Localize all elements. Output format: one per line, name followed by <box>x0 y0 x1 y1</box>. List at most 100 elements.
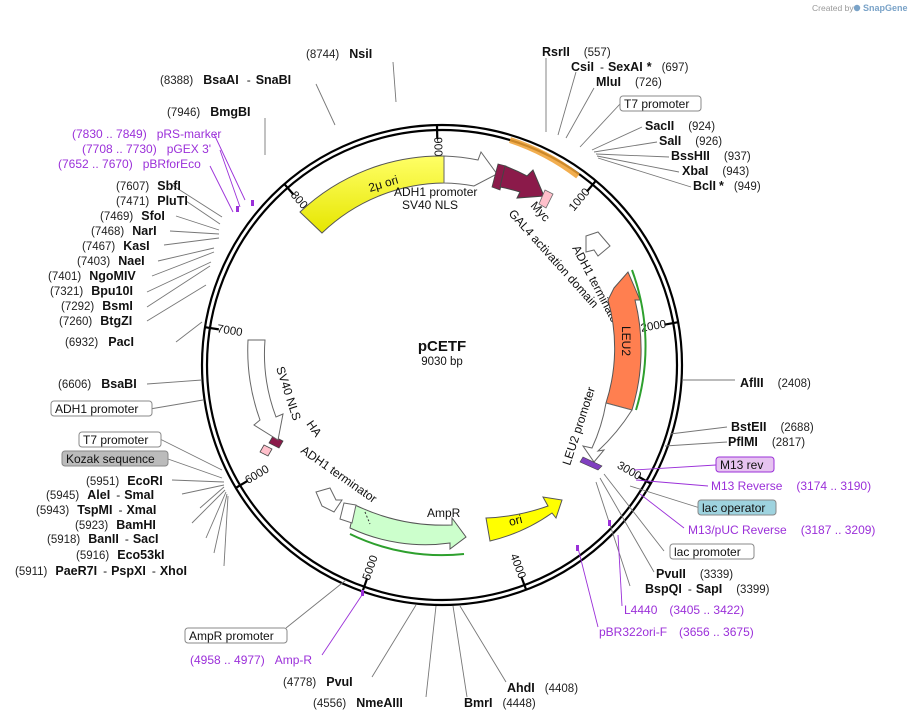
primer-amp-r[interactable]: (4958 .. 4977)Amp-R <box>190 653 312 667</box>
site-ahdi[interactable]: AhdI(4408) <box>507 681 578 695</box>
leader-ngomiv <box>151 251 215 277</box>
site-naei[interactable]: (7403)NaeI <box>77 254 145 268</box>
primer-l4440[interactable]: L4440(3405 .. 3422) <box>624 603 744 617</box>
leader-csii <box>557 71 577 136</box>
leader-lac-operator <box>629 485 701 509</box>
site-bmgbi[interactable]: (7946)BmgBI <box>167 105 251 119</box>
site-ecori[interactable]: (5951)EcoRI <box>86 474 163 488</box>
site-kasi[interactable]: (7467)KasI <box>82 239 150 253</box>
box-lac-promoter-frame <box>669 543 755 560</box>
tick-mark-6000 <box>235 479 249 489</box>
site-bsabi[interactable]: (6606)BsaBI <box>58 377 137 391</box>
tick-label-5000: 5000 <box>361 554 381 582</box>
leader-pbrfor <box>209 165 234 213</box>
leader-pvui <box>371 604 417 678</box>
site-mlui[interactable]: MluI(726) <box>596 75 662 89</box>
leader-paer7i <box>223 495 229 567</box>
feature-ampr[interactable]: AmpR <box>349 504 467 557</box>
tick-mark-7000 <box>204 326 219 331</box>
box-kozak[interactable]: Kozak sequence <box>61 450 169 467</box>
leader-kozak <box>167 458 223 479</box>
adh1-promoter-left-arrow <box>247 339 284 441</box>
leader-eco53ki <box>213 493 228 554</box>
site-alei[interactable]: (5945)AleI-SmaI <box>46 488 154 502</box>
site-bsteii[interactable]: BstEII(2688) <box>731 420 814 434</box>
site-csii[interactable]: CsiI-SexAI*(697) <box>571 60 689 74</box>
site-aflii[interactable]: AflII(2408) <box>740 376 811 390</box>
site-bmri[interactable]: BmrI(4448) <box>464 696 536 710</box>
site-paci[interactable]: (6932)PacI <box>65 335 134 349</box>
leader-paci <box>175 321 203 343</box>
site-bamhi[interactable]: (5923)BamHI <box>75 518 156 532</box>
box-lac-operator-frame <box>697 499 777 516</box>
ampr-orf-line <box>349 533 465 557</box>
box-m13-rev[interactable]: M13 rev <box>715 456 775 473</box>
site-bsshii[interactable]: BssHII(937) <box>671 149 751 163</box>
box-lac-operator[interactable]: lac operator <box>697 499 777 516</box>
leader-ahdi <box>459 605 507 683</box>
leu2-label: LEU2 <box>619 326 633 356</box>
gal4-ad-arrow <box>499 165 545 199</box>
primer-pgex[interactable]: (7708 .. 7730)pGEX 3' <box>82 142 211 156</box>
leader-m13rev-box <box>633 464 717 471</box>
sv40-nls-top-label: SV40 NLS <box>402 198 458 212</box>
site-bpu10i[interactable]: (7321)Bpu10I <box>50 284 133 298</box>
leader-m13-reverse <box>635 479 709 487</box>
tick-mark-2000 <box>664 321 679 326</box>
plasmid-length: 9030 bp <box>421 356 463 368</box>
box-t7-left[interactable]: T7 promoter <box>78 431 162 448</box>
primer-pbrfor[interactable]: (7652 .. 7670)pBRforEco <box>58 157 201 171</box>
site-rsrii[interactable]: RsrII(557) <box>542 45 611 59</box>
leader-lines <box>146 58 735 698</box>
brand-created-by: Created by <box>812 3 854 13</box>
ori-arrow <box>485 496 563 542</box>
adh1-promoter-label: ADH1 promoter <box>394 185 477 199</box>
site-pluti[interactable]: (7471)PluTI <box>116 194 188 208</box>
primer-m13puc[interactable]: M13/pUC Reverse(3187 .. 3209) <box>688 523 875 537</box>
ampr-arrow <box>349 504 467 550</box>
site-nmeaiii[interactable]: (4556)NmeAIII <box>313 696 403 710</box>
site-bcli[interactable]: BclI*(949) <box>693 179 761 193</box>
top-orange-feature-arc <box>509 137 580 179</box>
site-sacii[interactable]: SacII(924) <box>645 119 715 133</box>
leader-sacii <box>591 126 643 151</box>
site-eco53ki[interactable]: (5916)Eco53kI <box>76 548 165 562</box>
site-pflmi[interactable]: PflMI(2817) <box>728 435 805 449</box>
site-bsmi[interactable]: (7292)BsmI <box>61 299 133 313</box>
site-sbfi[interactable]: (7607)SbfI <box>116 179 181 193</box>
site-pvui[interactable]: (4778)PvuI <box>283 675 353 689</box>
leader-bsshii <box>595 153 670 158</box>
box-adh1-promoter-left[interactable]: ADH1 promoter <box>50 400 153 417</box>
leader-t7-left <box>159 438 223 471</box>
box-t7-left-frame <box>78 431 162 448</box>
feature-ori[interactable]: ori <box>485 496 563 542</box>
box-lac-promoter[interactable]: lac promoter <box>669 543 755 560</box>
site-btgzi[interactable]: (7260)BtgZI <box>59 314 132 328</box>
leader-alei <box>181 484 225 495</box>
site-ngomiv[interactable]: (7401)NgoMIV <box>48 269 136 283</box>
primer-pbr322[interactable]: pBR322ori-F(3656 .. 3675) <box>599 625 754 639</box>
site-sali[interactable]: SalI(926) <box>659 134 722 148</box>
site-banii[interactable]: (5918)BanII-SacI <box>47 532 159 546</box>
site-bspqi[interactable]: BspQI-SapI(3399) <box>645 582 770 596</box>
feature-adh1-promoter[interactable]: ADH1 promoter <box>394 150 498 199</box>
site-xbai[interactable]: XbaI(943) <box>682 164 749 178</box>
ha-marker <box>268 435 284 449</box>
ha-label: HA <box>304 418 325 440</box>
site-sfoi[interactable]: (7469)SfoI <box>100 209 165 223</box>
box-t7-top[interactable]: T7 promoter <box>619 95 702 112</box>
box-ampr-promoter[interactable]: AmpR promoter <box>184 627 288 644</box>
site-nari[interactable]: (7468)NarI <box>91 224 157 238</box>
primer-m13-reverse[interactable]: M13 Reverse(3174 .. 3190) <box>711 479 871 493</box>
adh1-terminator-bottom-block <box>339 502 357 524</box>
backbone-outer-circle <box>200 123 684 607</box>
feature-leu2[interactable]: LEU2 <box>605 269 647 411</box>
feature-sv40-nls-left[interactable]: SV40 NLS <box>247 339 304 457</box>
feature-sv40-nls-top[interactable]: SV40 NLS <box>402 163 507 212</box>
site-paer7i[interactable]: (5911)PaeR7I-PspXI-XhoI <box>15 564 187 578</box>
site-bsaai[interactable]: (8388)BsaAI-SnaBI <box>160 73 291 87</box>
primer-prs[interactable]: (7830 .. 7849)pRS-marker <box>72 127 221 141</box>
site-tspmi[interactable]: (5943)TspMI-XmaI <box>36 503 156 517</box>
site-pvuii[interactable]: PvuII(3339) <box>656 567 733 581</box>
site-nsi[interactable]: (8744)NsiI <box>306 47 372 61</box>
